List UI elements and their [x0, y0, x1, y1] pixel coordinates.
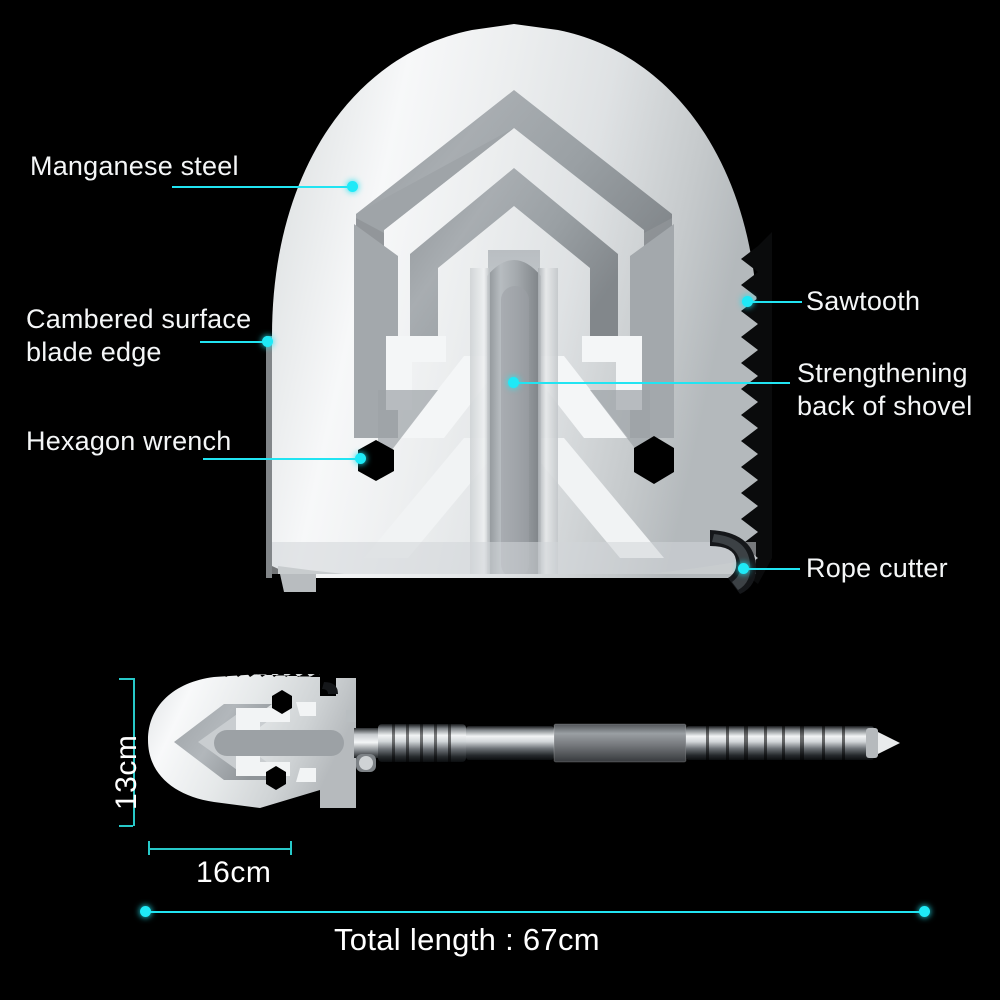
- small-socket: [214, 730, 344, 756]
- handle-shaft-mid: [466, 726, 554, 760]
- leader-dot-rope-cutter: [738, 563, 749, 574]
- callout-label-strengthening-line2: back of shovel: [797, 391, 973, 421]
- shovel-with-handle-illustration: [140, 668, 930, 818]
- leader-line-sawtooth: [748, 301, 802, 303]
- shovel-head-illustration: [258, 18, 778, 628]
- leader-line-rope-cutter: [748, 568, 800, 570]
- handle-grip: [553, 723, 687, 763]
- hexagon-wrench-hole-left: [358, 440, 394, 481]
- handle-tip: [878, 732, 900, 754]
- blade-foot-left: [280, 574, 316, 592]
- spine-left: [470, 268, 490, 574]
- small-rope-cutter: [322, 682, 338, 694]
- leader-dot-strengthening: [508, 377, 519, 388]
- callout-label-hexagon-wrench: Hexagon wrench: [26, 426, 232, 456]
- leader-dot-hexagon-wrench: [355, 453, 366, 464]
- dimension-tick-width-left: [148, 841, 150, 855]
- leader-line-strengthening: [518, 382, 790, 384]
- dimension-tick-height-bottom: [119, 825, 133, 827]
- total-length-dot-right: [919, 906, 930, 917]
- spine-right: [538, 268, 558, 574]
- leader-line-hexagon-wrench: [203, 458, 360, 460]
- total-length-line: [148, 911, 926, 913]
- dimension-label-width: 16cm: [196, 856, 272, 889]
- blade-bottom-band: [272, 542, 756, 574]
- small-blade: [148, 672, 356, 808]
- dimension-line-width: [148, 848, 292, 850]
- handle-shaft-far: [686, 726, 878, 760]
- leader-dot-manganese-steel: [347, 181, 358, 192]
- dimension-tick-width-right: [290, 841, 292, 855]
- rope-cutter-hook: [710, 530, 757, 594]
- leader-line-manganese-steel: [172, 186, 352, 188]
- leader-dot-sawtooth: [742, 296, 753, 307]
- dimension-label-height: 13cm: [110, 734, 143, 810]
- small-hex-hole-bottom: [266, 766, 286, 790]
- callout-label-cambered-surface-line1: Cambered surface: [26, 304, 252, 334]
- small-hex-hole-top: [272, 690, 292, 714]
- total-length-label: Total length : 67cm: [334, 922, 600, 957]
- sawtooth-edge: [741, 232, 772, 584]
- hexagon-wrench-hole-right: [634, 436, 674, 484]
- handle-shaft-near: [378, 724, 466, 762]
- chevron-pattern-upper: [354, 90, 674, 438]
- shovel-head-svg: [266, 24, 772, 594]
- socket-groove: [501, 286, 529, 574]
- leader-dot-cambered-surface: [262, 336, 273, 347]
- callout-label-manganese-steel: Manganese steel: [30, 151, 239, 181]
- callout-label-cambered-surface-line2: blade edge: [26, 337, 162, 367]
- callout-label-strengthening-line1: Strengthening: [797, 358, 968, 388]
- leader-line-cambered-surface: [200, 341, 268, 343]
- shovel-handle-svg: [148, 672, 900, 808]
- dimension-tick-height-top: [119, 678, 133, 680]
- callout-label-rope-cutter: Rope cutter: [806, 553, 948, 583]
- callout-label-sawtooth: Sawtooth: [806, 286, 921, 316]
- blade-left-edge: [266, 336, 272, 578]
- handle-pivot: [346, 710, 380, 772]
- total-length-dot-left: [140, 906, 151, 917]
- dimension-line-height: [133, 678, 135, 826]
